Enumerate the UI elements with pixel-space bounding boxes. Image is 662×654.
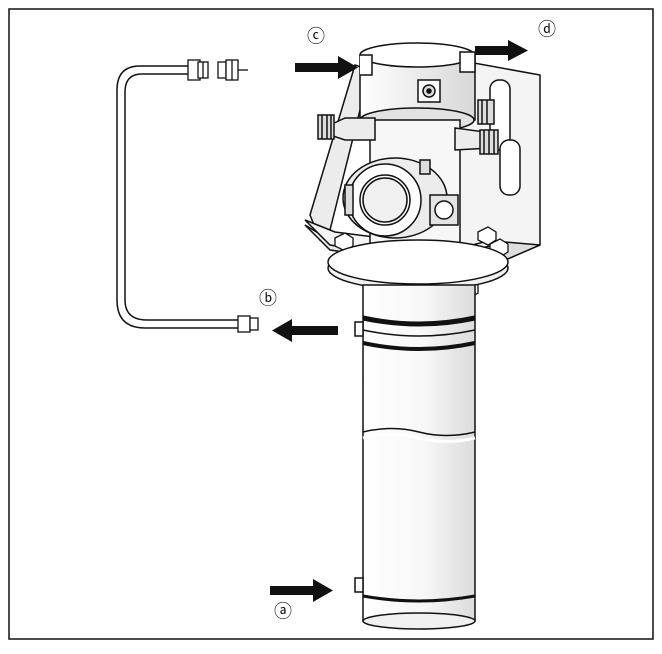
sensor-head bbox=[359, 42, 476, 133]
callout-d: ⓓ bbox=[538, 20, 556, 41]
arrow-a bbox=[270, 579, 333, 602]
diagram-border bbox=[8, 8, 654, 640]
flow-arrows bbox=[270, 40, 528, 602]
tube-fittings bbox=[187, 59, 259, 333]
callout-b: ⓑ bbox=[259, 289, 277, 310]
sensor-body bbox=[317, 99, 499, 261]
callout-a: ⓐ bbox=[274, 602, 292, 623]
flange-plate bbox=[327, 239, 509, 291]
arrow-b bbox=[272, 319, 338, 342]
callout-c: ⓒ bbox=[307, 27, 325, 48]
sample-cylinder bbox=[354, 284, 476, 630]
sample-tubing bbox=[116, 65, 240, 329]
arrow-c bbox=[295, 56, 358, 79]
arrow-d bbox=[475, 40, 528, 61]
